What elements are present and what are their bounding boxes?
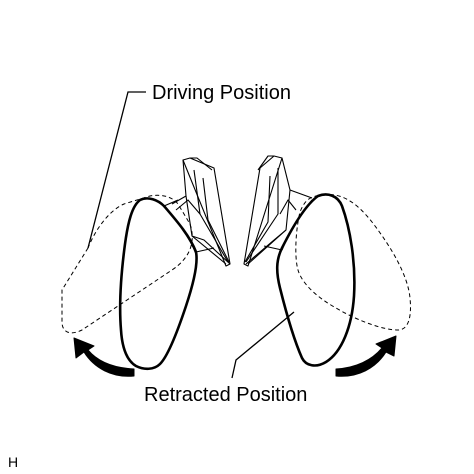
left-curved-arrow-icon <box>73 337 135 377</box>
left-mirror-driving-outline <box>61 194 193 334</box>
left-mirror-bracket <box>163 157 231 267</box>
driving-position-label: Driving Position <box>152 82 291 104</box>
retracted-position-label: Retracted Position <box>144 384 307 406</box>
left-mirror-assembly <box>61 157 231 377</box>
retracted-position-leader <box>231 311 295 379</box>
left-mirror-retracted-housing <box>118 197 198 371</box>
figure-code-label: H <box>8 454 18 470</box>
driving-position-leader <box>87 91 146 249</box>
right-mirror-bracket <box>243 155 313 267</box>
right-mirror-retracted-housing <box>275 193 356 367</box>
right-mirror-assembly <box>243 155 411 377</box>
left-mirror-inner-rim <box>164 206 197 255</box>
right-curved-arrow-icon <box>335 335 397 377</box>
right-mirror-inner-rim <box>281 199 313 251</box>
